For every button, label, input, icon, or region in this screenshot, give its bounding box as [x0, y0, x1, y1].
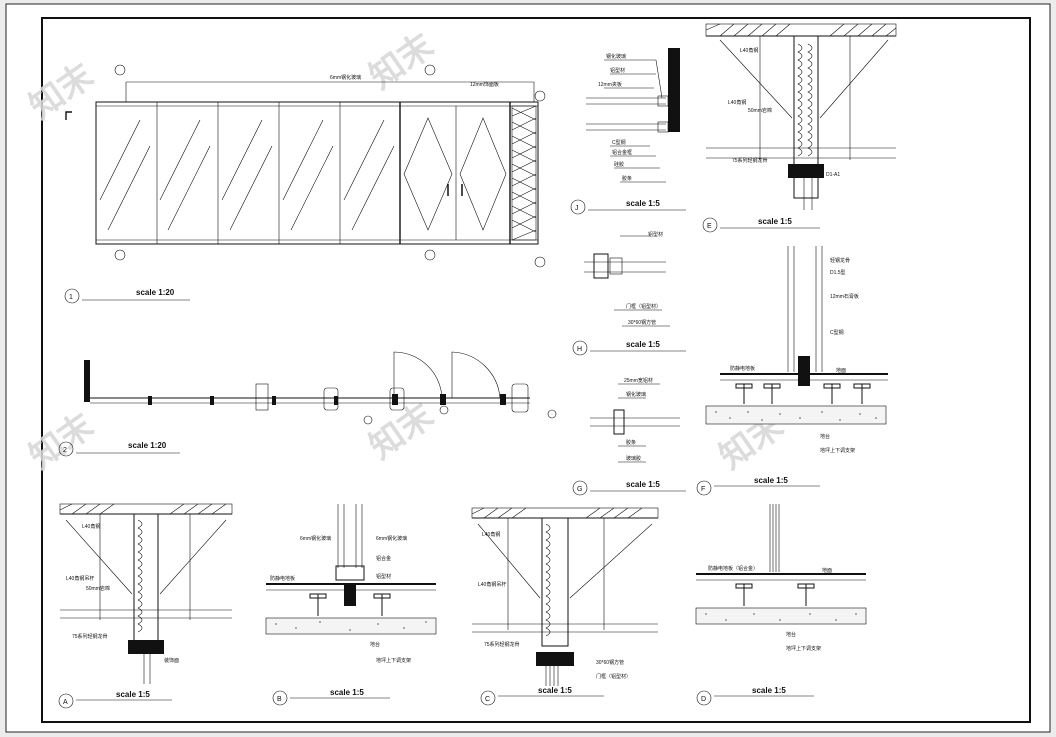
svg-text:L40角钢吊杆: L40角钢吊杆: [478, 581, 506, 588]
svg-text:L40角钢: L40角钢: [482, 531, 500, 538]
view-2-plan: [84, 351, 557, 425]
svg-text:L40角钢: L40角钢: [728, 99, 746, 106]
svg-text:C型钢: C型钢: [612, 139, 626, 146]
elev-glass-note: 6mm钢化玻璃: [330, 74, 361, 81]
svg-text:胶条: 胶条: [622, 175, 632, 182]
detail-a: L40角钢 L40角钢吊杆 50mm岩棉 75系列轻钢龙骨 装饰面 A scal…: [58, 503, 233, 709]
svg-text:12mm夹板: 12mm夹板: [598, 81, 622, 88]
svg-text:C: C: [485, 696, 490, 703]
svg-text:scale 1:5: scale 1:5: [330, 688, 364, 697]
svg-text:地面: 地面: [836, 367, 846, 374]
svg-text:C型钢: C型钢: [830, 329, 844, 336]
svg-text:铝合金: 铝合金: [376, 555, 391, 562]
svg-text:地面: 地面: [822, 567, 832, 574]
svg-text:G: G: [577, 486, 582, 493]
svg-text:H: H: [577, 346, 582, 353]
svg-text:6mm钢化玻璃: 6mm钢化玻璃: [300, 535, 331, 542]
svg-text:钢化玻璃: 钢化玻璃: [606, 53, 626, 60]
svg-text:D: D: [701, 696, 706, 703]
svg-text:scale 1:5: scale 1:5: [754, 476, 788, 485]
svg-text:E: E: [707, 223, 712, 230]
view-1-elevation: 6mm钢化玻璃 12mm饰面板: [65, 64, 546, 268]
svg-text:硅胶: 硅胶: [614, 161, 624, 168]
svg-text:F: F: [701, 486, 705, 493]
svg-text:12mm石膏板: 12mm石膏板: [830, 293, 859, 300]
svg-text:scale 1:20: scale 1:20: [136, 288, 175, 297]
svg-text:防静电地板: 防静电地板: [270, 575, 295, 582]
svg-text:防静电地板: 防静电地板: [730, 365, 755, 372]
detail-g: 25mm宽铝材 钢化玻璃 胶条 玻璃胶 G scale 1:5: [572, 377, 686, 496]
svg-text:轻钢龙骨: 轻钢龙骨: [830, 257, 850, 264]
detail-e: L40角钢 L40角钢 50mm岩棉 75系列轻钢龙骨 D1-A1 E scal…: [702, 23, 897, 233]
svg-text:6mm钢化玻璃: 6mm钢化玻璃: [376, 535, 407, 542]
sheet-inner-frame: [41, 17, 1031, 723]
svg-text:铝型材: 铝型材: [648, 231, 663, 238]
svg-text:装饰面: 装饰面: [164, 657, 179, 664]
detail-c: L40角钢 L40角钢吊杆 75系列轻钢龙骨 门框（铝型材） 30*60钢方管 …: [471, 507, 659, 706]
detail-h: 铝型材 门框（铝型材） 30*60钢方管 H scale 1:5: [572, 231, 686, 356]
svg-text:玻璃胶: 玻璃胶: [626, 455, 641, 462]
svg-text:地坪上下调支架: 地坪上下调支架: [786, 645, 821, 652]
detail-b: 6mm钢化玻璃 6mm钢化玻璃 铝合金 防静电地板 铝型材 地台 地坪上下调支架…: [265, 504, 437, 706]
svg-text:scale 1:5: scale 1:5: [752, 686, 786, 695]
svg-text:75系列轻钢龙骨: 75系列轻钢龙骨: [484, 641, 520, 648]
svg-text:scale 1:5: scale 1:5: [538, 686, 572, 695]
svg-text:scale 1:5: scale 1:5: [626, 199, 660, 208]
svg-text:50mm岩棉: 50mm岩棉: [748, 107, 772, 114]
view-2-title: 2 scale 1:20: [58, 441, 180, 457]
view-1-title: 1 scale 1:20: [64, 288, 190, 304]
svg-text:A: A: [63, 699, 68, 706]
svg-text:50mm岩棉: 50mm岩棉: [86, 585, 110, 592]
svg-text:75系列轻钢龙骨: 75系列轻钢龙骨: [732, 157, 768, 164]
svg-text:1: 1: [69, 294, 73, 301]
svg-text:D1-A1: D1-A1: [826, 172, 840, 178]
sheet-outer-border: [5, 3, 1051, 733]
svg-text:胶条: 胶条: [626, 439, 636, 446]
svg-text:scale 1:5: scale 1:5: [626, 480, 660, 489]
svg-text:D1.5型: D1.5型: [830, 269, 846, 276]
svg-text:30*60钢方管: 30*60钢方管: [596, 659, 624, 666]
detail-d: 防静电地板（铝合金） 地面 地台 地坪上下调支架 D scale 1:5: [695, 504, 867, 706]
svg-text:门框（铝型材）: 门框（铝型材）: [626, 303, 661, 310]
svg-text:75系列轻钢龙骨: 75系列轻钢龙骨: [72, 633, 108, 640]
svg-text:铝型材: 铝型材: [610, 67, 625, 74]
svg-text:scale 1:5: scale 1:5: [758, 217, 792, 226]
svg-text:B: B: [277, 696, 282, 703]
elev-panel-note: 12mm饰面板: [470, 81, 499, 88]
svg-text:铝型材: 铝型材: [376, 573, 391, 580]
svg-text:门框（铝型材）: 门框（铝型材）: [596, 673, 631, 680]
svg-text:scale 1:5: scale 1:5: [116, 690, 150, 699]
detail-j: 钢化玻璃 铝型材 12mm夹板 C型钢 铝合金框 硅胶 胶条 J scale 1…: [570, 48, 686, 215]
svg-text:2: 2: [63, 447, 67, 454]
svg-text:地台: 地台: [370, 641, 380, 648]
svg-text:地台: 地台: [786, 631, 796, 638]
svg-text:地台: 地台: [820, 433, 830, 440]
detail-f: 轻钢龙骨 D1.5型 12mm石膏板 C型钢 防静电地板 地面 地台 地坪上下调…: [696, 246, 888, 496]
svg-text:J: J: [575, 205, 579, 212]
svg-text:地坪上下调支架: 地坪上下调支架: [376, 657, 411, 664]
svg-text:防静电地板（铝合金）: 防静电地板（铝合金）: [708, 565, 758, 572]
svg-text:地坪上下调支架: 地坪上下调支架: [820, 447, 855, 454]
svg-text:scale 1:5: scale 1:5: [626, 340, 660, 349]
svg-text:L40角钢吊杆: L40角钢吊杆: [66, 575, 94, 582]
svg-text:铝合金框: 铝合金框: [612, 149, 632, 156]
svg-text:30*60钢方管: 30*60钢方管: [628, 319, 656, 326]
svg-text:L40角钢: L40角钢: [740, 47, 758, 54]
svg-text:钢化玻璃: 钢化玻璃: [626, 391, 646, 398]
svg-text:scale 1:20: scale 1:20: [128, 441, 167, 450]
svg-text:L40角钢: L40角钢: [82, 523, 100, 530]
svg-text:25mm宽铝材: 25mm宽铝材: [624, 377, 653, 384]
